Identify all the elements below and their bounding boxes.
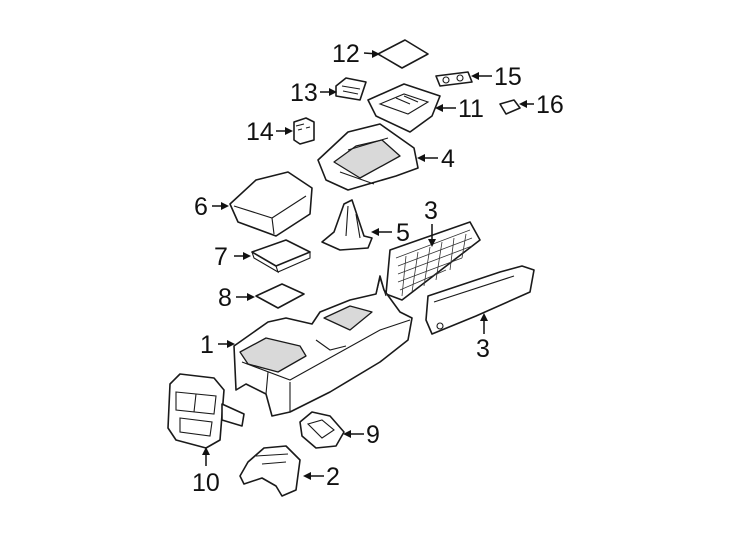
callout-14: 14 bbox=[246, 118, 274, 146]
part-1-console-body bbox=[233, 275, 413, 417]
part-7-pad bbox=[251, 239, 311, 274]
part-3-side-panel-lower bbox=[425, 265, 535, 335]
callout-16: 16 bbox=[536, 91, 564, 119]
part-3-side-panel-upper bbox=[385, 221, 481, 301]
part-6-armrest bbox=[229, 171, 313, 237]
callout-7: 7 bbox=[214, 243, 228, 271]
callout-13: 13 bbox=[290, 79, 318, 107]
callout-15: 15 bbox=[494, 63, 522, 91]
leader-lines bbox=[202, 50, 534, 480]
part-14-switch bbox=[293, 117, 315, 145]
callout-12: 12 bbox=[332, 40, 360, 68]
part-5-shift-boot bbox=[321, 199, 373, 251]
callout-5: 5 bbox=[396, 219, 410, 247]
callout-11: 11 bbox=[458, 95, 484, 123]
part-12-mat bbox=[377, 39, 429, 69]
part-9-cup-holder bbox=[299, 411, 345, 449]
callout-1: 1 bbox=[200, 331, 214, 359]
part-8-mat bbox=[255, 283, 305, 309]
part-11-bezel bbox=[367, 83, 441, 133]
part-4-trim-panel bbox=[317, 123, 419, 191]
callout-2: 2 bbox=[326, 463, 340, 491]
callout-4: 4 bbox=[441, 145, 455, 173]
callout-6: 6 bbox=[194, 193, 208, 221]
part-10-rear-panel bbox=[167, 373, 245, 449]
part-13-insert bbox=[335, 77, 367, 101]
callout-3-upper: 3 bbox=[424, 197, 438, 225]
callout-10: 10 bbox=[192, 469, 220, 497]
part-16-plug bbox=[499, 99, 521, 115]
callout-3-lower: 3 bbox=[476, 335, 490, 363]
part-15-connector bbox=[435, 71, 473, 87]
callout-9: 9 bbox=[366, 421, 380, 449]
callout-8: 8 bbox=[218, 284, 232, 312]
part-2-bracket bbox=[239, 445, 301, 497]
